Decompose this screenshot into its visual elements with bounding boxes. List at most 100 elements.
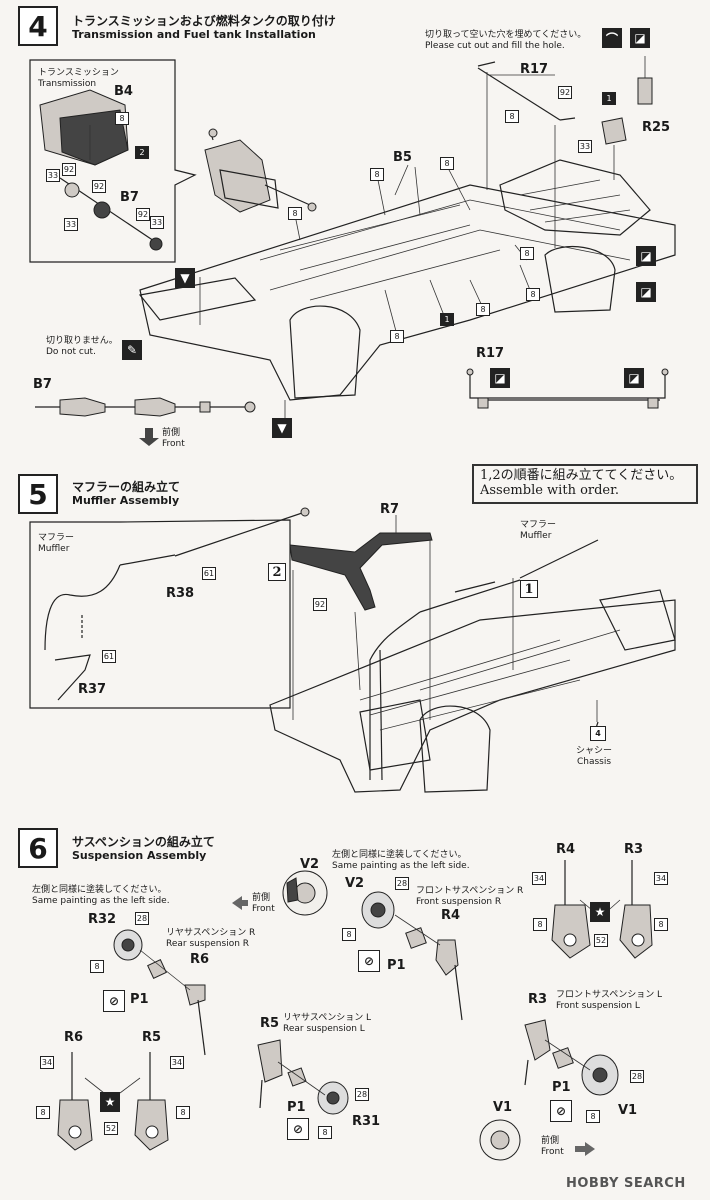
- num-8: 8: [440, 157, 454, 170]
- no-paint-icon: ⊘: [103, 990, 125, 1012]
- part-r3: R3: [624, 842, 644, 857]
- watermark-logo: HOBBY SEARCH: [566, 1176, 686, 1191]
- step-4-number: 4: [18, 6, 58, 46]
- part-r37: R37: [78, 682, 107, 697]
- num-33: 33: [578, 140, 592, 153]
- num-92: 92: [92, 180, 106, 193]
- part-r17-detail: R17: [476, 346, 505, 361]
- num-61: 61: [102, 650, 116, 663]
- no-paint-icon: ⊘: [550, 1100, 572, 1122]
- num-92: 92: [313, 598, 327, 611]
- step-5-drawing: [29, 507, 676, 793]
- part-p1: P1: [387, 958, 406, 973]
- paint-marker-icon: ◪: [630, 28, 650, 48]
- part-v2: V2: [345, 876, 365, 891]
- step-6-number: 6: [18, 828, 58, 868]
- same-paint-note-jp: 左側と同様に塗装してください。: [332, 850, 467, 860]
- num-33: 33: [46, 169, 60, 182]
- num-52: 52: [594, 934, 608, 947]
- no-cut-label-en: Do not cut.: [46, 347, 96, 357]
- num-34: 34: [654, 872, 668, 885]
- num-2: 2: [135, 146, 149, 159]
- part-r4: R4: [441, 908, 461, 923]
- part-r6: R6: [64, 1030, 84, 1045]
- part-r7: R7: [380, 502, 400, 517]
- num-28: 28: [395, 877, 409, 890]
- num-92: 92: [62, 163, 76, 176]
- part-b4: B4: [114, 84, 133, 99]
- order-2-marker: 2: [268, 563, 286, 581]
- rear-susp-r-jp: リヤサスペンション R: [166, 928, 256, 938]
- order-note-jp: 1,2の順番に組み立ててください。: [480, 468, 683, 483]
- transmission-label-jp: トランスミッション: [38, 68, 119, 78]
- front-label-jp: 前側: [162, 428, 181, 438]
- muffler-label-jp: マフラー: [520, 520, 557, 530]
- num-8: 8: [390, 330, 404, 343]
- chassis-label-jp: シャシー: [576, 746, 613, 756]
- muffler-inset-label-en: Muffler: [38, 544, 70, 554]
- part-r25: R25: [642, 120, 671, 135]
- num-52: 52: [104, 1122, 118, 1135]
- part-r3: R3: [528, 992, 548, 1007]
- star-marker-icon: ★: [590, 902, 610, 922]
- front-label-en: Front: [162, 439, 185, 449]
- step-6-title-en: Suspension Assembly: [72, 849, 207, 862]
- part-p1: P1: [130, 992, 149, 1007]
- order-1-marker: 1: [520, 580, 538, 598]
- front-susp-r-en: Front suspension R: [416, 897, 502, 907]
- fill-hole-icon: ▼: [272, 418, 292, 438]
- cut-tool-icon: ⌒: [602, 28, 622, 48]
- step-4-drawing: [29, 56, 676, 446]
- num-1: 1: [440, 313, 454, 326]
- num-8: 8: [318, 1126, 332, 1139]
- front-label-jp: 前側: [252, 893, 271, 903]
- num-28: 28: [355, 1088, 369, 1101]
- num-8: 8: [90, 960, 104, 973]
- step-5-title-en: Muffler Assembly: [72, 494, 180, 507]
- part-b5: B5: [393, 150, 412, 165]
- num-1: 1: [602, 92, 616, 105]
- part-b7: B7: [120, 190, 139, 205]
- num-34: 34: [170, 1056, 184, 1069]
- num-33: 33: [150, 216, 164, 229]
- part-r4: R4: [556, 842, 576, 857]
- num-28: 28: [135, 912, 149, 925]
- num-8: 8: [533, 918, 547, 931]
- num-34: 34: [40, 1056, 54, 1069]
- part-r32: R32: [88, 912, 117, 927]
- front-label-en: Front: [541, 1147, 564, 1157]
- no-paint-icon: ⊘: [358, 950, 380, 972]
- chassis-label-en: Chassis: [576, 757, 612, 767]
- part-p1: P1: [552, 1080, 571, 1095]
- front-susp-l-en: Front suspension L: [556, 1001, 640, 1011]
- num-28: 28: [630, 1070, 644, 1083]
- transmission-label-en: Transmission: [38, 79, 97, 89]
- same-paint-note-en: Same painting as the left side.: [332, 861, 470, 871]
- part-r5: R5: [260, 1016, 280, 1031]
- part-r17: R17: [520, 62, 549, 77]
- cut-note-jp: 切り取って空いた穴を埋めてください。: [425, 30, 587, 40]
- step-4-title-en: Transmission and Fuel tank Installation: [72, 28, 316, 41]
- part-r6: R6: [190, 952, 210, 967]
- rear-susp-l-jp: リヤサスペンション L: [283, 1013, 372, 1023]
- cut-note-en: Please cut out and fill the hole.: [425, 41, 565, 51]
- paint-marker-icon: ◪: [636, 246, 656, 266]
- part-v1: V1: [618, 1103, 638, 1118]
- part-p1: P1: [287, 1100, 306, 1115]
- muffler-label-en: Muffler: [520, 531, 552, 541]
- front-label-en: Front: [252, 904, 275, 914]
- part-v1: V1: [493, 1100, 513, 1115]
- num-8: 8: [342, 928, 356, 941]
- rear-susp-r-en: Rear suspension R: [166, 939, 250, 949]
- step-5-title-jp: マフラーの組み立て: [72, 480, 181, 494]
- paint-marker-icon: ◪: [490, 368, 510, 388]
- num-8: 8: [520, 247, 534, 260]
- num-8: 8: [370, 168, 384, 181]
- part-r31: R31: [352, 1114, 381, 1129]
- order-note-en: Assemble with order.: [480, 483, 620, 498]
- fill-hole-icon: ▼: [175, 268, 195, 288]
- same-paint-note2-en: Same painting as the left side.: [32, 896, 170, 906]
- num-8: 8: [36, 1106, 50, 1119]
- num-8: 8: [586, 1110, 600, 1123]
